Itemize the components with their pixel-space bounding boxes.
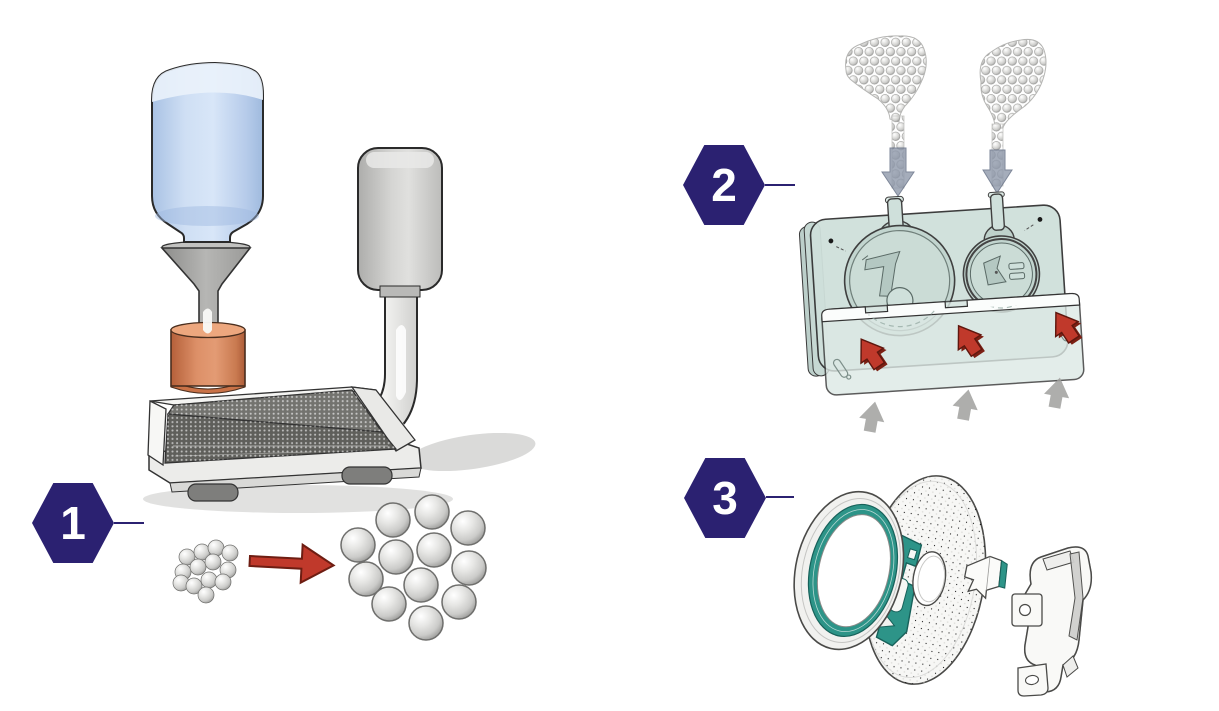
tube-highlight bbox=[396, 325, 406, 401]
step-number-2: 2 bbox=[711, 159, 737, 211]
mold-disc-right bbox=[962, 191, 1041, 313]
screw-hole bbox=[828, 238, 834, 244]
insert-arrow-down-icon bbox=[982, 149, 1013, 194]
step2-illustration bbox=[798, 35, 1089, 434]
scale-up-arrow-icon bbox=[248, 542, 336, 585]
granulate-fan-left bbox=[845, 35, 927, 189]
push-arrow-icon bbox=[950, 387, 982, 422]
step3-illustration bbox=[793, 475, 1093, 697]
step1-illustration bbox=[143, 61, 536, 641]
cylinder-tube-joint bbox=[379, 285, 421, 298]
front-cover-rim bbox=[821, 292, 1081, 323]
sealing-ring bbox=[793, 490, 905, 651]
mesh-chamber-base bbox=[147, 386, 422, 502]
step-2-connector-line bbox=[765, 184, 795, 186]
latch-piece bbox=[1011, 546, 1093, 697]
push-arrow-icon bbox=[857, 399, 888, 434]
step-number-3: 3 bbox=[712, 472, 738, 524]
melt-cylinder-flare bbox=[170, 380, 246, 394]
collection-cylinder bbox=[357, 147, 443, 291]
hopper-bottle-cap bbox=[152, 63, 263, 102]
step-number-1: 1 bbox=[60, 497, 86, 549]
hopper-bottle-shade bbox=[155, 206, 259, 226]
insert-arrow-down-icon bbox=[881, 147, 915, 197]
disc-center-hole bbox=[912, 551, 947, 607]
collection-cylinder-cap bbox=[366, 152, 434, 168]
molding-plate-assembly bbox=[798, 191, 1089, 434]
pellet-cluster-large bbox=[340, 494, 487, 641]
front-cover bbox=[821, 292, 1085, 396]
clip-piece bbox=[963, 555, 1008, 600]
melt-drip bbox=[203, 308, 212, 334]
tube-shadow bbox=[408, 432, 536, 472]
step-1-connector-line bbox=[114, 522, 144, 524]
melt-cylinder bbox=[170, 329, 246, 387]
step-3-connector-line bbox=[766, 496, 794, 498]
screw-hole bbox=[1037, 217, 1043, 222]
pellet-cluster-small bbox=[172, 539, 239, 604]
